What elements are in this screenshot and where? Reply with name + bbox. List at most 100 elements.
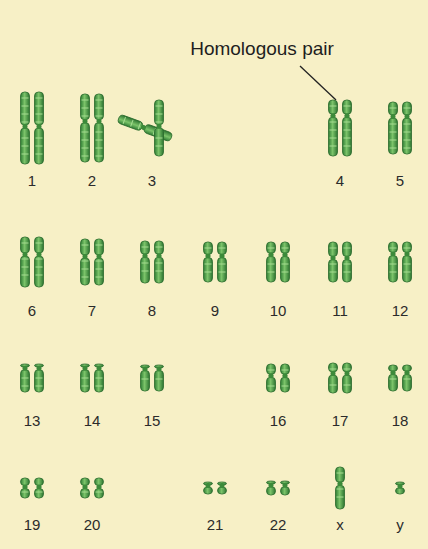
q-arm: [329, 260, 338, 283]
band: [22, 114, 29, 115]
q-arm: [267, 377, 276, 392]
centromere: [37, 252, 42, 257]
centromere: [23, 366, 28, 371]
band: [82, 100, 89, 101]
centromere: [37, 124, 42, 129]
p-arm: [267, 364, 276, 374]
band: [22, 146, 29, 147]
q-arm: [389, 374, 398, 391]
centromere: [405, 370, 410, 375]
centromere: [206, 483, 211, 488]
band: [36, 267, 43, 268]
band: [268, 264, 275, 265]
band: [22, 275, 29, 276]
band: [22, 267, 29, 268]
band: [36, 492, 43, 493]
p-arm: [389, 102, 398, 115]
centromere: [338, 481, 343, 486]
chromosome: [329, 242, 338, 282]
callout-label: Homologous pair: [190, 38, 334, 60]
centromere: [23, 485, 28, 490]
band: [344, 138, 351, 139]
band: [82, 156, 89, 157]
q-arm: [218, 487, 227, 494]
q-arm: [343, 375, 352, 393]
band: [344, 369, 351, 370]
chromosome: [141, 365, 150, 391]
band: [96, 148, 103, 149]
band: [330, 130, 337, 131]
chromosome-number: 7: [88, 302, 96, 320]
chromosome: [95, 94, 104, 162]
band: [22, 122, 29, 123]
centromere: [157, 366, 162, 371]
chromosome-number: 20: [84, 516, 101, 534]
band: [156, 106, 163, 107]
band: [96, 140, 103, 141]
band: [344, 248, 351, 249]
chromosome: [281, 364, 290, 392]
band: [22, 378, 29, 379]
band: [96, 245, 103, 246]
q-arm: [35, 370, 44, 392]
p-arm: [95, 239, 104, 255]
chromosome-number: 12: [392, 302, 409, 320]
chromosome: [343, 242, 352, 282]
centromere: [23, 252, 28, 257]
chromosome: [155, 365, 164, 391]
p-arm: [81, 478, 90, 486]
band: [219, 248, 226, 249]
band: [330, 264, 337, 265]
band: [330, 248, 337, 249]
centromere: [283, 483, 288, 488]
band: [96, 116, 103, 117]
band: [82, 116, 89, 117]
chromosome-number: 16: [270, 412, 287, 430]
band: [219, 264, 226, 265]
band: [344, 122, 351, 123]
q-arm: [141, 257, 150, 283]
centromere: [157, 124, 162, 129]
p-arm: [95, 94, 104, 120]
chromosome: [35, 237, 44, 287]
centromere: [405, 252, 410, 257]
p-arm: [81, 94, 90, 120]
q-arm: [343, 117, 352, 156]
q-arm: [281, 377, 290, 392]
chromosome: [204, 482, 213, 494]
p-arm: [117, 114, 143, 131]
band: [82, 132, 89, 133]
chromosome: [81, 364, 90, 392]
centromere: [83, 119, 88, 124]
centromere: [391, 252, 396, 257]
centromere: [331, 371, 336, 376]
band: [268, 248, 275, 249]
q-arm: [389, 118, 398, 154]
q-arm: [403, 118, 412, 154]
chromosome-number: 17: [332, 412, 349, 430]
band: [22, 259, 29, 260]
chromosome: [95, 239, 104, 285]
band: [330, 385, 337, 386]
chromosome: [81, 94, 90, 162]
band: [156, 146, 163, 147]
band: [36, 98, 43, 99]
chromosome-number: 14: [84, 412, 101, 430]
band: [330, 122, 337, 123]
q-arm: [35, 128, 44, 164]
p-arm: [141, 241, 150, 254]
chromosome: [155, 241, 164, 283]
chromosome: [403, 242, 412, 282]
chromosome-number: 10: [270, 302, 287, 320]
centromere: [83, 366, 88, 371]
centromere: [143, 253, 148, 258]
q-arm: [95, 370, 104, 392]
chromosome: [21, 92, 30, 164]
chromosome-number: 11: [332, 302, 348, 320]
centromere: [220, 254, 225, 259]
band: [282, 370, 289, 371]
centromere: [391, 370, 396, 375]
band: [82, 492, 89, 493]
band: [282, 386, 289, 387]
band: [82, 378, 89, 379]
